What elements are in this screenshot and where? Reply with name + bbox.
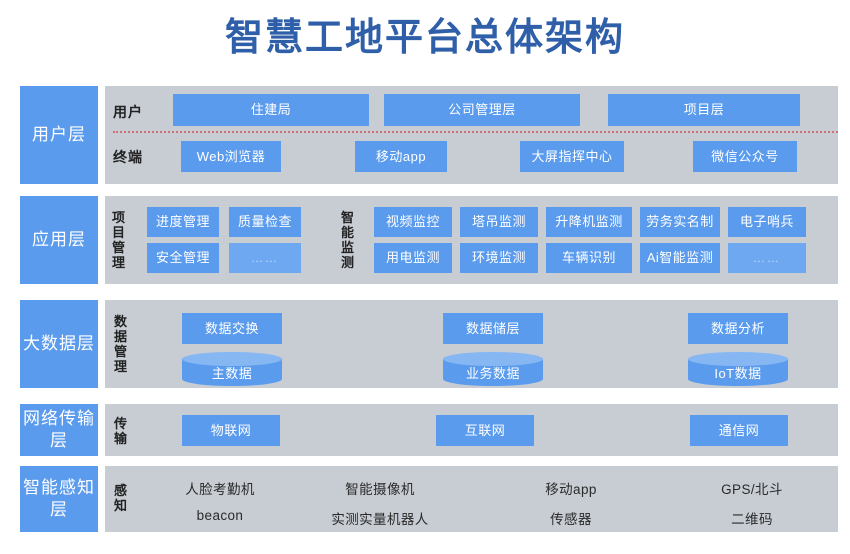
app-box-e-sentry[interactable]: 电子哨兵 — [728, 207, 806, 237]
layer-tag-sensing: 智能感知层 — [20, 466, 98, 532]
bigdata-cylinder-master-data[interactable]: 主数据 — [182, 352, 282, 386]
sensing-text-smart-camera: 智能摄像机 — [345, 482, 415, 497]
app-box-labor-realname[interactable]: 劳务实名制 — [640, 207, 720, 237]
terminal-box-web[interactable]: Web浏览器 — [181, 141, 281, 172]
app-box-more-monitoring[interactable]: …… — [728, 243, 806, 273]
sensing-text-beacon: beacon — [196, 508, 244, 523]
app-box-quality[interactable]: 质量检查 — [229, 207, 301, 237]
bigdata-box-data-analysis[interactable]: 数据分析 — [688, 313, 788, 344]
user-box-company[interactable]: 公司管理层 — [384, 94, 580, 126]
layer-panel-sensing — [105, 466, 838, 532]
app-box-crane-monitor[interactable]: 塔吊监测 — [460, 207, 538, 237]
sensing-text-gps-beidou: GPS/北斗 — [721, 482, 783, 497]
user-box-zhujianju[interactable]: 住建局 — [173, 94, 369, 126]
bigdata-box-data-exchange[interactable]: 数据交换 — [182, 313, 282, 344]
group-label-transmission: 传输 — [113, 416, 128, 446]
terminal-box-mobile-app[interactable]: 移动app — [355, 141, 447, 172]
terminal-box-wechat[interactable]: 微信公众号 — [693, 141, 797, 172]
layer-tag-bigdata: 大数据层 — [20, 300, 98, 388]
cylinder-top — [182, 352, 282, 366]
app-box-power-monitor[interactable]: 用电监测 — [374, 243, 452, 273]
cylinder-label: 主数据 — [211, 365, 253, 381]
bigdata-box-data-storage[interactable]: 数据储层 — [443, 313, 543, 344]
sensing-text-sensor: 传感器 — [550, 512, 592, 527]
app-box-ai-monitor[interactable]: Ai智能监测 — [640, 243, 720, 273]
app-box-more-project[interactable]: …… — [229, 243, 301, 273]
sensing-text-mobile-app: 移动app — [545, 482, 597, 497]
app-box-vehicle-recognition[interactable]: 车辆识别 — [546, 243, 632, 273]
bigdata-cylinder-iot-data[interactable]: IoT数据 — [688, 352, 788, 386]
user-box-project[interactable]: 项目层 — [608, 94, 800, 126]
group-label-user: 用户 — [113, 104, 143, 120]
network-box-communication[interactable]: 通信网 — [690, 415, 788, 446]
group-label-smart-monitoring: 智能监测 — [340, 210, 355, 270]
layer-tag-user: 用户层 — [20, 86, 98, 184]
sensing-text-face-attendance: 人脸考勤机 — [185, 482, 255, 497]
cylinder-label: IoT数据 — [714, 365, 762, 381]
network-box-internet[interactable]: 互联网 — [436, 415, 534, 446]
user-layer-divider — [113, 131, 838, 133]
group-label-data-management: 数据管理 — [113, 314, 128, 374]
bigdata-cylinder-business-data[interactable]: 业务数据 — [443, 352, 543, 386]
group-label-terminal: 终端 — [113, 149, 143, 165]
group-label-project-management: 项目管理 — [111, 210, 126, 270]
page-title: 智慧工地平台总体架构 — [224, 17, 625, 59]
layer-tag-application: 应用层 — [20, 196, 98, 284]
cylinder-top — [443, 352, 543, 366]
app-box-video-monitor[interactable]: 视频监控 — [374, 207, 452, 237]
app-box-lift-monitor[interactable]: 升降机监测 — [546, 207, 632, 237]
network-box-iot[interactable]: 物联网 — [182, 415, 280, 446]
sensing-text-measurement-robot: 实测实量机器人 — [331, 512, 429, 527]
terminal-box-command-center[interactable]: 大屏指挥中心 — [520, 141, 624, 172]
group-label-sensing: 感知 — [113, 483, 128, 513]
sensing-text-qr-code: 二维码 — [731, 512, 773, 527]
app-box-progress[interactable]: 进度管理 — [147, 207, 219, 237]
app-box-safety[interactable]: 安全管理 — [147, 243, 219, 273]
cylinder-top — [688, 352, 788, 366]
layer-tag-network: 网络传输层 — [20, 404, 98, 456]
cylinder-label: 业务数据 — [465, 365, 520, 381]
app-box-env-monitor[interactable]: 环境监测 — [460, 243, 538, 273]
